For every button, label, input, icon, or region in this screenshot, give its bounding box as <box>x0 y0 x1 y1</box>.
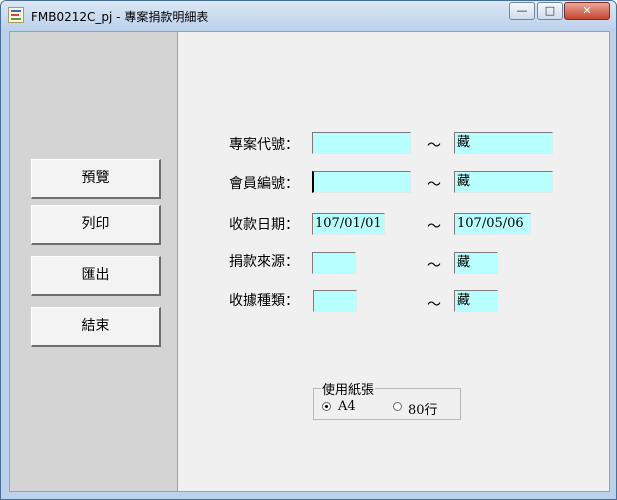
receipt-type-to-input[interactable]: 藏 <box>454 290 498 312</box>
paper-size-group <box>313 388 461 420</box>
80-column-radio-label[interactable]: 80行 <box>408 403 438 418</box>
80-column-radio[interactable] <box>393 402 402 411</box>
window-title: FMB0212C_pj - 專案捐款明細表 <box>31 10 209 24</box>
minimize-button[interactable]: — <box>509 2 535 20</box>
receipt-type-label: 收據種類： <box>229 293 299 309</box>
project-code-from-input[interactable] <box>312 132 411 154</box>
receipt-date-label: 收款日期： <box>229 217 299 233</box>
button-panel: 預覽 列印 匯出 結束 <box>10 32 178 491</box>
project-code-label: 專案代號： <box>229 137 299 153</box>
title-bar[interactable]: FMB0212C_pj - 專案捐款明細表 — □ ✕ <box>1 1 616 31</box>
close-button[interactable]: ✕ <box>564 2 610 20</box>
exit-button[interactable]: 結束 <box>31 307 161 347</box>
member-no-from-input[interactable] <box>312 171 411 193</box>
form-area: 預覽 列印 匯出 結束 專案代號： ～ 藏 會員編號： ～ 藏 收款日期： 10… <box>9 31 610 492</box>
a4-radio[interactable] <box>322 402 331 411</box>
donation-source-label: 捐款來源： <box>229 254 299 270</box>
project-code-to-input[interactable]: 藏 <box>454 132 553 154</box>
paper-size-legend: 使用紙張 <box>321 379 376 398</box>
range-separator: ～ <box>427 297 441 313</box>
receipt-type-from-input[interactable] <box>313 290 357 312</box>
maximize-button[interactable]: □ <box>537 2 563 20</box>
range-separator: ～ <box>427 177 441 193</box>
range-separator: ～ <box>427 138 441 154</box>
a4-radio-label[interactable]: A4 <box>338 399 356 414</box>
donation-source-to-input[interactable]: 藏 <box>454 252 498 274</box>
member-no-to-input[interactable]: 藏 <box>454 171 553 193</box>
range-separator: ～ <box>427 219 441 235</box>
print-button[interactable]: 列印 <box>31 205 161 245</box>
preview-button[interactable]: 預覽 <box>31 159 161 199</box>
receipt-date-to-input[interactable]: 107/05/06 <box>454 213 531 235</box>
app-icon <box>8 7 24 23</box>
range-separator: ～ <box>427 258 441 274</box>
donation-source-from-input[interactable] <box>312 252 356 274</box>
member-no-label: 會員編號： <box>229 176 299 192</box>
receipt-date-from-input[interactable]: 107/01/01 <box>312 213 385 235</box>
export-button[interactable]: 匯出 <box>31 256 161 296</box>
